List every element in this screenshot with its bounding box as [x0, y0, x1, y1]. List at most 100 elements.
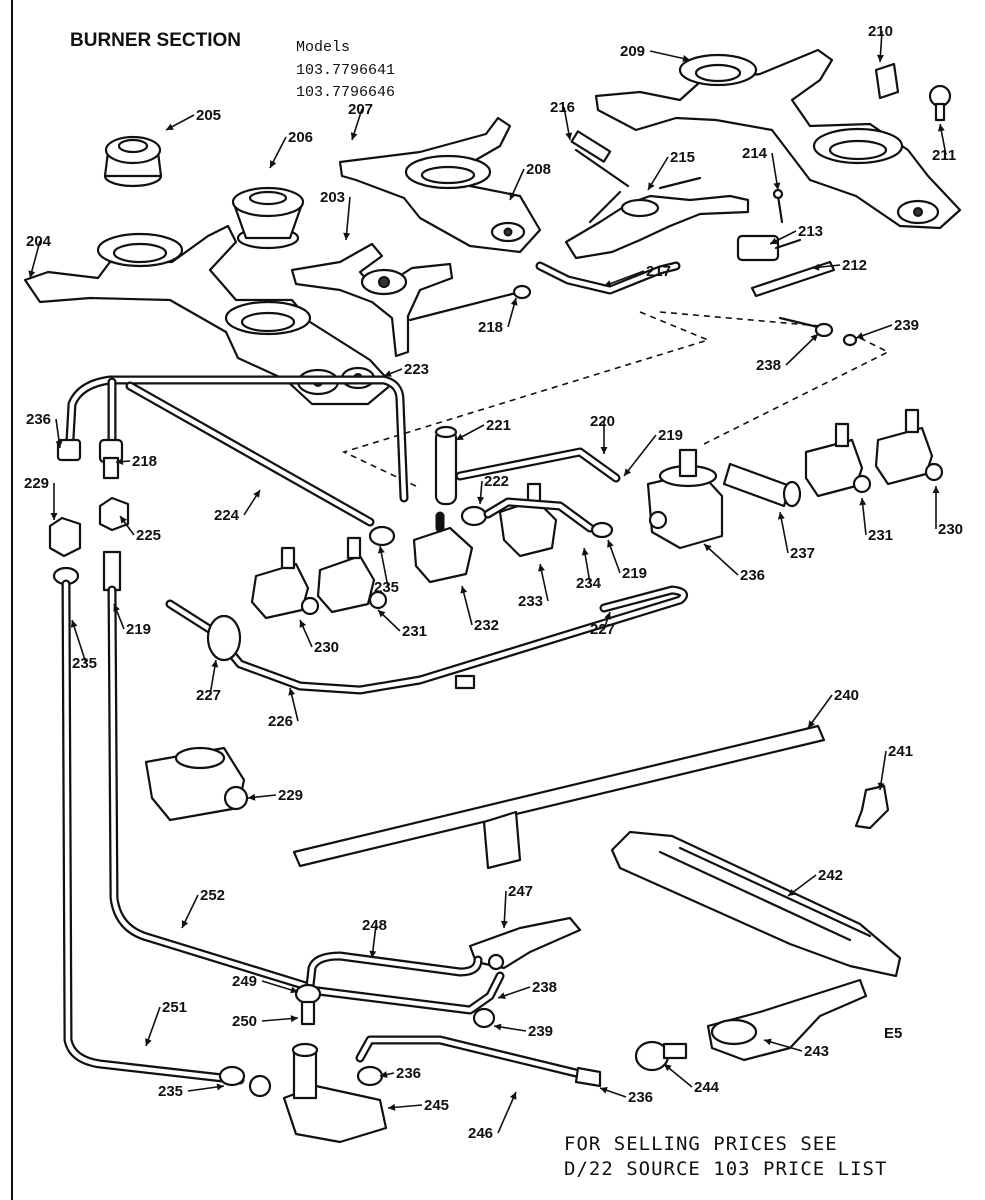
part-electrode: [570, 130, 612, 163]
callout-arrowhead: [509, 192, 517, 200]
callout-arrowhead: [808, 720, 815, 728]
callout-arrowhead: [299, 620, 307, 628]
callout: 208: [509, 161, 551, 201]
callout-label: 217: [646, 263, 671, 280]
callout: 209: [620, 43, 691, 62]
callout: 220: [590, 413, 615, 454]
part-regulator-valve: [646, 448, 724, 550]
part-valve-233: [498, 482, 558, 558]
callout: 227: [590, 611, 615, 638]
callout-arrowhead: [812, 263, 820, 271]
callout: 231: [859, 497, 893, 544]
callout-label: 207: [348, 101, 373, 118]
callout-label: 215: [670, 149, 695, 166]
page-tag: E5: [884, 1025, 902, 1042]
callout: 204: [26, 233, 52, 279]
part-small-tube-234: [483, 497, 614, 539]
callout-label: 237: [790, 545, 815, 562]
part-valve-right-230: [874, 408, 944, 486]
part-tubing-238: [305, 971, 505, 1029]
footer-line-1: FOR SELLING PRICES SEE: [564, 1133, 838, 1155]
callout-arrowhead: [607, 540, 614, 548]
model-number-2: 103.7796646: [296, 84, 395, 101]
part-valve-left-230: [250, 546, 320, 620]
callout-arrowhead: [788, 889, 796, 896]
callout-label: 236: [740, 567, 765, 584]
callout-label: 235: [72, 655, 97, 672]
callout: 239: [493, 1023, 553, 1040]
callout-label: 232: [474, 617, 499, 634]
callout-label: 236: [26, 411, 51, 428]
callout: 211: [932, 123, 956, 164]
callout-arrowhead: [288, 688, 296, 696]
callout-arrowhead: [477, 496, 485, 504]
callout: 203: [320, 189, 351, 241]
callout-label: 203: [320, 189, 345, 206]
callout-label: 224: [214, 507, 240, 524]
part-center-burner: [338, 116, 542, 254]
part-oven-burner: [610, 830, 902, 978]
callout: 217: [603, 263, 671, 287]
part-orifice-upper: [408, 284, 532, 322]
callout-arrowhead: [120, 516, 127, 524]
callout-label: 236: [396, 1065, 421, 1082]
part-manifold-pipe: [165, 585, 688, 695]
part-burner-spreader: [564, 148, 750, 260]
callout-arrowhead: [773, 182, 781, 190]
callout-label: 242: [818, 867, 843, 884]
callout-label: 208: [526, 161, 551, 178]
callout-label: 226: [268, 713, 293, 730]
part-right-burner-assembly: [594, 48, 962, 230]
callout-leader: [345, 196, 351, 241]
callout-arrowhead: [664, 1064, 672, 1072]
callout-label: 218: [132, 453, 157, 470]
callout-label: 221: [486, 417, 511, 434]
callout: 232: [460, 585, 499, 634]
callout-arrowhead: [856, 332, 864, 339]
part-left-burner-assembly: [23, 224, 394, 406]
callout-label: 239: [894, 317, 919, 334]
callout: 205: [165, 107, 221, 131]
callout-arrowhead: [384, 370, 392, 377]
callout-label: 251: [162, 999, 187, 1016]
callout-arrowhead: [253, 490, 260, 498]
model-number-1: 103.7796641: [296, 62, 395, 79]
callout-label: 218: [478, 319, 503, 336]
callout-arrowhead: [343, 232, 351, 240]
callout: 250: [232, 1013, 299, 1030]
callout: 210: [868, 23, 893, 63]
callout-arrowhead: [510, 298, 518, 306]
callout-label: 239: [528, 1023, 553, 1040]
callout: 236: [379, 1065, 421, 1082]
callout-arrowhead: [604, 280, 612, 287]
part-fitting-upper: [778, 316, 858, 347]
callout-arrowhead: [604, 612, 611, 620]
callout: 245: [387, 1097, 449, 1114]
callout: 248: [362, 917, 387, 959]
callout: 242: [787, 867, 843, 897]
callout-label: 243: [804, 1043, 829, 1060]
callout-arrowhead: [378, 610, 386, 618]
callout-label: 235: [158, 1083, 183, 1100]
callout-leader: [703, 543, 739, 576]
callout-label: 238: [756, 357, 781, 374]
callout-label: 250: [232, 1013, 257, 1030]
callout-arrowhead: [764, 1038, 772, 1046]
callout: 212: [811, 257, 867, 274]
part-clip-241: [854, 784, 890, 830]
callout-arrowhead: [624, 468, 632, 476]
callout-label: 230: [314, 639, 339, 656]
part-fitting-236: [356, 1065, 384, 1087]
callout-label: 219: [126, 621, 151, 638]
callout: 234: [576, 547, 602, 592]
callout-label: 236: [628, 1089, 653, 1106]
callout: 240: [807, 687, 859, 729]
callout-arrowhead: [937, 124, 945, 132]
callout-label: 211: [932, 147, 956, 164]
callout-label: 231: [868, 527, 893, 544]
callout-label: 219: [658, 427, 683, 444]
callout-label: 223: [404, 361, 429, 378]
callout: 235: [374, 545, 399, 596]
callout: 233: [518, 563, 549, 610]
